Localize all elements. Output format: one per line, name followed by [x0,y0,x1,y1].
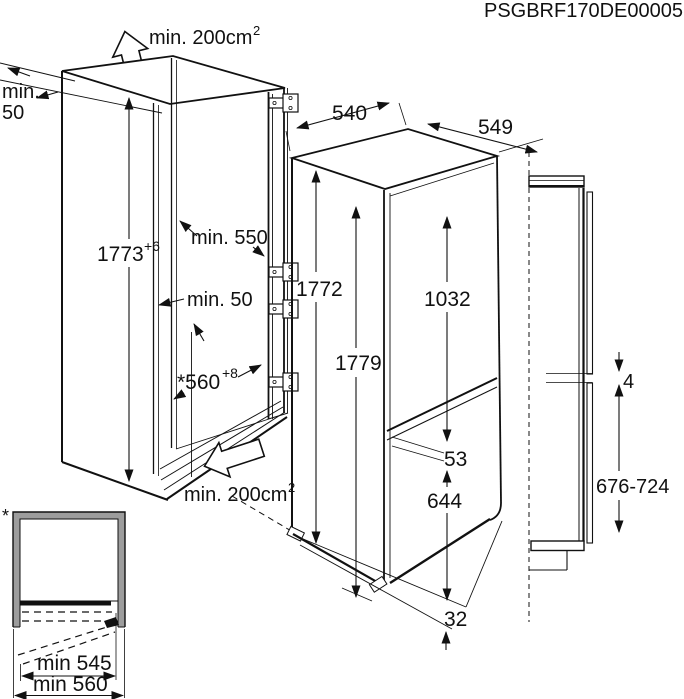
dim-fridge-depth: 549 [478,116,513,139]
dim-lower-door-height: 644 [427,490,462,513]
niche-cavity [19,518,119,602]
fridge-front-top-view [20,601,111,606]
footnote-star: * [2,506,9,526]
top-vent-label: min. 200cm [149,27,252,49]
hinge-bracket-icon [268,299,299,319]
bottom-vent-label: min. 200cm [184,484,287,506]
cabinet-bottom-panel [530,540,585,552]
fridge-drawing: 540 549 1772 1779 1032 53 644 32 [285,101,544,650]
niche-top-view-inset: * min 545 min 560 [2,506,126,699]
open-door-corner [104,617,119,628]
cabinet-top-face [61,55,286,105]
dim-inset-inner-width: min 545 [37,652,112,675]
drawing-code: PSGBRF170DE00005 [484,0,683,22]
top-vent-label-sup: 2 [253,23,260,38]
dim-niche-height: 1773 [97,243,144,266]
dim-panel-gap: 4 [623,371,634,393]
dim-inset-outer-width: min 560 [33,673,108,696]
dim-lower-panel-height: 676-724 [596,476,669,498]
door-panel-side-view: 4 676-724 [528,152,669,622]
top-clearance-label-1: min. [2,81,40,103]
lower-furniture-panel [586,382,594,544]
dim-niche-width-sup: +8 [222,365,238,381]
dim-upper-door-height: 1032 [424,288,471,311]
cabinet-niche-drawing: min. 200cm 2 min. 50 [0,23,299,533]
dim-niche-height-sup: +6 [144,238,160,254]
airflow-left-arrow-icon [203,438,266,479]
dim-door-gap: 53 [444,448,467,471]
dim-plinth-height: 32 [444,608,467,631]
hinge-bracket-icon [268,262,299,282]
fridge-top-face [288,128,501,190]
dim-fridge-front-height: 1779 [335,352,382,375]
dim-fridge-height: 1772 [296,278,343,301]
door-corner-foot [368,575,388,593]
top-clearance-label-2: 50 [2,102,24,124]
dim-rear-clearance: min. 50 [187,289,253,311]
dim-fridge-width: 540 [332,102,367,125]
hinge-bracket-icon [268,372,299,392]
dim-niche-width: *560 [177,371,220,394]
hinge-bracket-icon [268,93,299,113]
dim-niche-depth: min. 550 [191,227,268,249]
upper-furniture-panel [586,191,594,375]
